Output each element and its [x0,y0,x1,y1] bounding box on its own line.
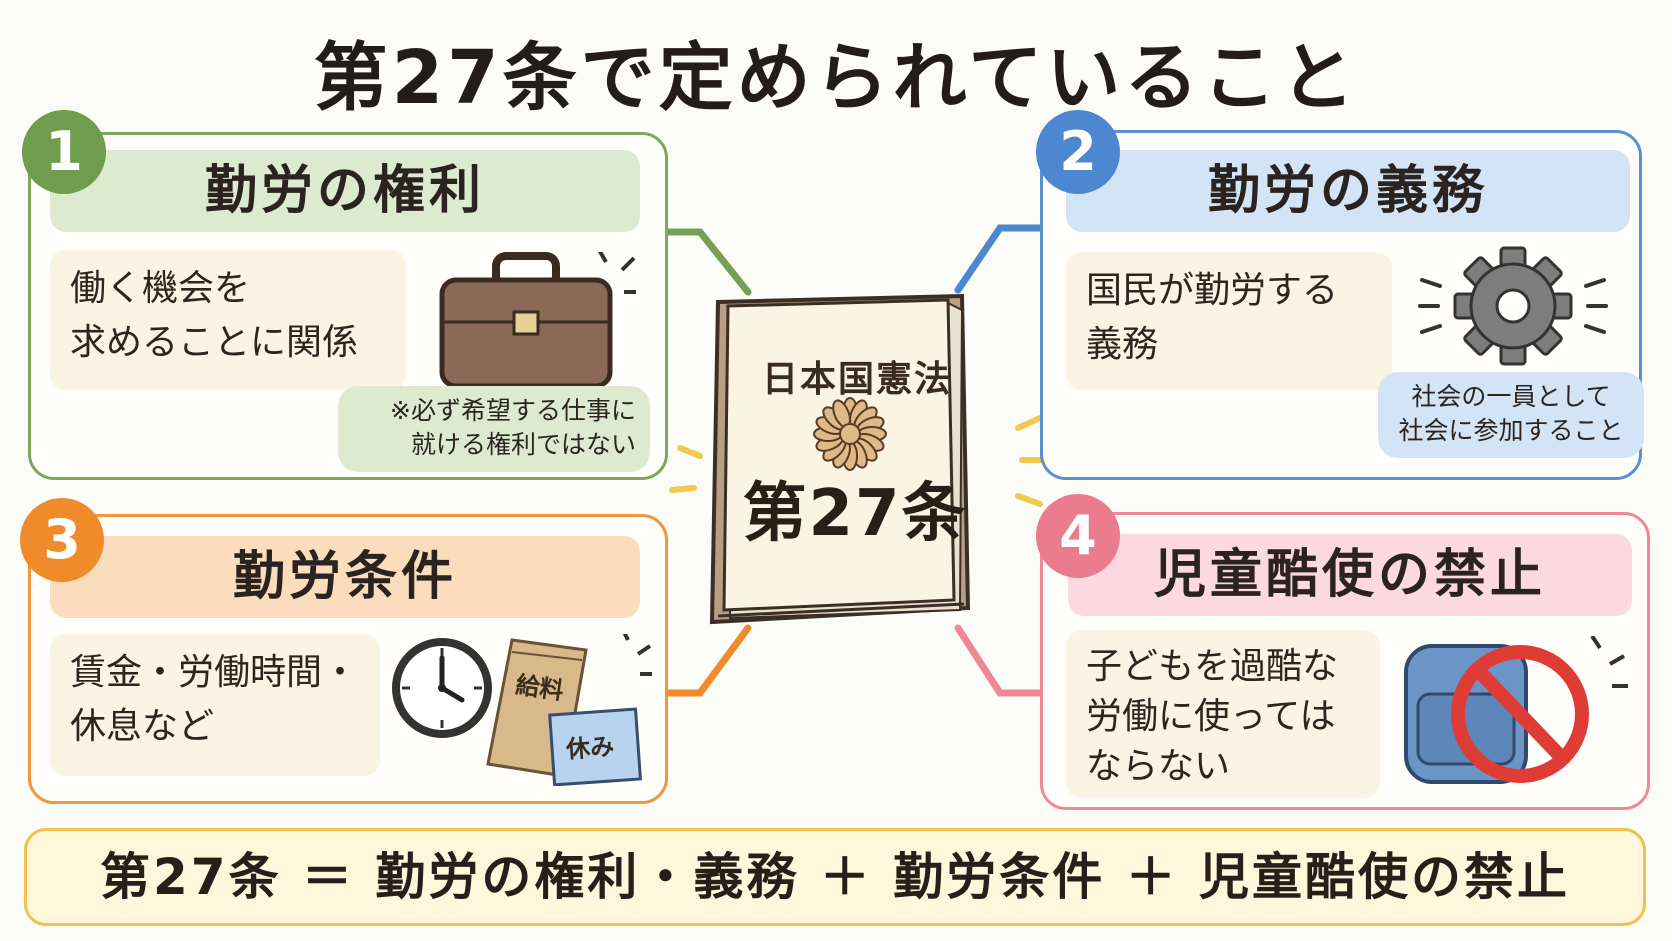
chrysanthemum-seal-icon [813,397,887,471]
card-2-heading: 勤労の義務 [1066,150,1630,232]
card-1-note-line: 就ける権利ではない [410,430,636,459]
connector-2 [954,224,1044,294]
card-1-body-line: 求めることに関係 [70,322,359,363]
card-1-body: 働く機会を 求めることに関係 [50,250,406,390]
card-2-note-line: 社会に参加すること [1398,416,1624,445]
card-1-note: ※必ず希望する仕事に 就ける権利ではない [338,386,650,472]
card-4-heading: 児童酷使の禁止 [1068,534,1632,616]
card-1-body-line: 働く機会を [70,268,251,309]
backpack-prohibited-icon [1404,636,1628,784]
card-4-body-line: 子どもを過酷な [1086,646,1339,687]
connector-3 [664,624,752,697]
card-2-number-badge: 2 [1036,110,1120,194]
book-article: 第27条 [742,477,968,551]
summary-bar: 第27条 ＝ 勤労の権利・義務 ＋ 勤労条件 ＋ 児童酷使の禁止 [24,828,1646,926]
connector-1 [664,228,752,296]
card-4-body-line: ならない [1086,746,1231,787]
card-4-body: 子どもを過酷な 労働に使っては ならない [1066,630,1380,798]
card-2-body-line: 義務 [1086,324,1159,365]
page-title: 第27条で定められていること [313,35,1359,121]
pay-envelope-label: 給料 [513,670,566,706]
card-2-body-line: 国民が勤労する [1086,270,1339,311]
card-3-number-badge: 3 [20,498,104,582]
card-3-body-line: 賃金・労働時間・ [70,652,359,693]
day-off-card-label: 休み [565,732,616,764]
card-1-number-badge: 1 [22,110,106,194]
book-title: 日本国憲法 [761,359,952,400]
card-4-number-badge: 4 [1036,494,1120,578]
card-3-body-line: 休息など [70,706,215,747]
gear-icon [1418,246,1608,366]
card-2-note-line: 社会の一員として [1411,382,1611,411]
card-3-body: 賃金・労働時間・ 休息など [50,634,380,776]
day-off-card-icon [548,707,642,786]
card-2-body: 国民が勤労する 義務 [1066,252,1392,390]
briefcase-icon [439,252,636,389]
card-4-body-line: 労働に使っては [1086,696,1336,737]
connector-4 [954,624,1044,697]
card-1-heading: 勤労の権利 [50,150,640,232]
card-1-note-line: ※必ず希望する仕事に [390,396,636,425]
card-3-heading: 勤労条件 [50,536,640,618]
card-2-note: 社会の一員として 社会に参加すること [1378,372,1644,458]
clock-icon [392,638,492,738]
sparkle-marks [669,415,1049,507]
